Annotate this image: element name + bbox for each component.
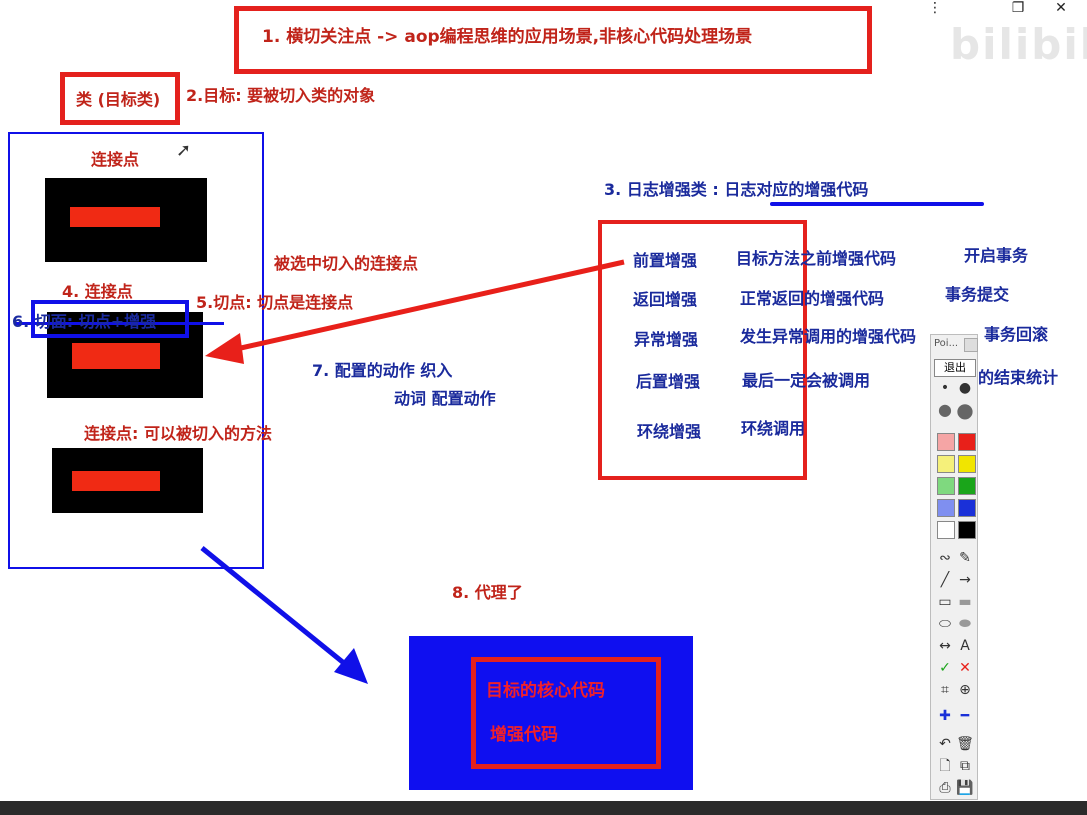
weaving-line-1: 7. 配置的动作 织入 bbox=[312, 361, 453, 380]
method-bar-3 bbox=[72, 471, 160, 491]
text-tool-icon[interactable]: A bbox=[960, 638, 970, 654]
pointcut-definition: 5.切点: 切点是连接点 bbox=[196, 293, 354, 312]
color-swatch[interactable] bbox=[958, 477, 976, 495]
cross-icon[interactable]: ✕ bbox=[959, 660, 971, 676]
dot-small-icon[interactable]: • bbox=[940, 380, 950, 396]
minus-icon[interactable]: ━ bbox=[960, 708, 970, 724]
trash-icon[interactable]: 🗑 bbox=[956, 736, 974, 752]
zoom-icon[interactable]: ⊕ bbox=[959, 682, 971, 698]
proxy-label: 8. 代理了 bbox=[452, 583, 523, 602]
crop-icon[interactable]: ⌗ bbox=[941, 682, 949, 698]
advice-title: 3. 日志增强类 : 日志对应的增强代码 bbox=[604, 180, 869, 199]
target-label: 2.目标: 要被切入类的对象 bbox=[186, 86, 376, 105]
title-box bbox=[234, 6, 872, 74]
proxy-core-code: 目标的核心代码 bbox=[486, 681, 605, 701]
bottom-bar bbox=[0, 801, 1087, 815]
check-icon[interactable]: ✓ bbox=[939, 660, 951, 676]
filled-ellipse-icon[interactable]: ⬬ bbox=[959, 616, 971, 632]
toolbar-title: Poi... bbox=[934, 338, 959, 349]
exit-button[interactable]: 退出 bbox=[934, 359, 976, 377]
class-box-label: 类 (目标类) bbox=[76, 90, 161, 109]
color-swatch[interactable] bbox=[958, 521, 976, 539]
method-bar-1 bbox=[70, 207, 160, 227]
ellipse-icon[interactable]: ⬭ bbox=[939, 616, 951, 632]
aspect-strike-line bbox=[14, 322, 224, 325]
join-point-definition: 连接点: 可以被切入的方法 bbox=[84, 424, 272, 443]
save-icon[interactable]: 💾 bbox=[956, 780, 974, 796]
dot-large-icon[interactable]: ● bbox=[938, 400, 952, 419]
dot-xlarge-icon[interactable]: ● bbox=[956, 398, 974, 422]
arrow-line-icon[interactable]: → bbox=[959, 572, 971, 588]
class-box bbox=[60, 72, 180, 125]
proxy-inner-box bbox=[471, 657, 661, 769]
weaving-line-2: 动词 配置动作 bbox=[394, 389, 496, 408]
freehand-icon[interactable]: ∾ bbox=[939, 550, 951, 566]
toolbar-grip[interactable] bbox=[964, 338, 978, 352]
aspect-box bbox=[31, 300, 189, 338]
filled-rectangle-icon[interactable]: ▬ bbox=[958, 594, 972, 610]
title-text: 1. 横切关注点 -> aop编程思维的应用场景,非核心代码处理场景 bbox=[262, 27, 753, 47]
print-icon[interactable]: ⎙ bbox=[939, 780, 951, 796]
join-point-label-4: 4. 连接点 bbox=[62, 282, 133, 301]
advice-example: 的结束统计 bbox=[978, 368, 1059, 387]
dot-medium-icon[interactable]: ● bbox=[958, 380, 972, 396]
advice-example: 开启事务 bbox=[964, 246, 1029, 265]
join-point-label-1: 连接点 bbox=[91, 150, 140, 169]
color-swatch[interactable] bbox=[937, 521, 955, 539]
advice-type: 异常增强 bbox=[634, 330, 699, 349]
more-vertical-icon[interactable]: ⋮ bbox=[928, 0, 942, 16]
aspect-label: 6. 切面: 切点+增强 bbox=[12, 312, 157, 331]
advice-desc: 最后一定会被调用 bbox=[742, 371, 871, 390]
advice-example: 事务提交 bbox=[945, 285, 1010, 304]
advice-type: 返回增强 bbox=[633, 290, 698, 309]
advice-type: 后置增强 bbox=[636, 372, 701, 391]
rectangle-icon[interactable]: ▭ bbox=[938, 594, 952, 610]
advice-type: 前置增强 bbox=[633, 251, 698, 270]
new-page-icon[interactable]: 🗋 bbox=[939, 758, 951, 774]
proxy-advice-code: 增强代码 bbox=[490, 725, 558, 745]
line-icon[interactable]: ╱ bbox=[940, 572, 950, 588]
color-swatch[interactable] bbox=[958, 455, 976, 473]
color-swatch[interactable] bbox=[958, 499, 976, 517]
plus-icon[interactable]: ✚ bbox=[939, 708, 951, 724]
weave-arrow bbox=[205, 259, 625, 364]
undo-icon[interactable]: ↶ bbox=[939, 736, 951, 752]
double-arrow-icon[interactable]: ↔ bbox=[939, 638, 951, 654]
close-icon[interactable]: ✕ bbox=[1055, 0, 1067, 16]
watermark: bilibili bbox=[950, 20, 1087, 69]
color-swatch[interactable] bbox=[937, 477, 955, 495]
advice-desc: 环绕调用 bbox=[741, 419, 806, 438]
color-swatch[interactable] bbox=[958, 433, 976, 451]
advice-type: 环绕增强 bbox=[637, 422, 702, 441]
advice-desc: 正常返回的增强代码 bbox=[740, 289, 885, 308]
advice-desc: 发生异常调用的增强代码 bbox=[740, 327, 917, 346]
color-swatch[interactable] bbox=[937, 433, 955, 451]
color-swatch[interactable] bbox=[937, 455, 955, 473]
advice-underline bbox=[770, 202, 984, 206]
cursor-icon: ➚ bbox=[176, 140, 192, 161]
copy-icon[interactable]: ⧉ bbox=[960, 758, 970, 774]
restore-icon[interactable]: ❐ bbox=[1011, 0, 1025, 16]
color-swatch[interactable] bbox=[937, 499, 955, 517]
highlighter-icon[interactable]: ✎ bbox=[959, 550, 971, 566]
pen-toolbar: Poi... 退出 • ● ● ● ∾ ✎ ╱ → ▭ ▬ ⬭ ⬬ ↔ A ✓ … bbox=[930, 334, 978, 800]
advice-desc: 目标方法之前增强代码 bbox=[736, 249, 897, 268]
method-bar-2 bbox=[72, 343, 160, 369]
advice-example: 事务回滚 bbox=[984, 325, 1049, 344]
pointcut-selected-label: 被选中切入的连接点 bbox=[274, 254, 419, 273]
